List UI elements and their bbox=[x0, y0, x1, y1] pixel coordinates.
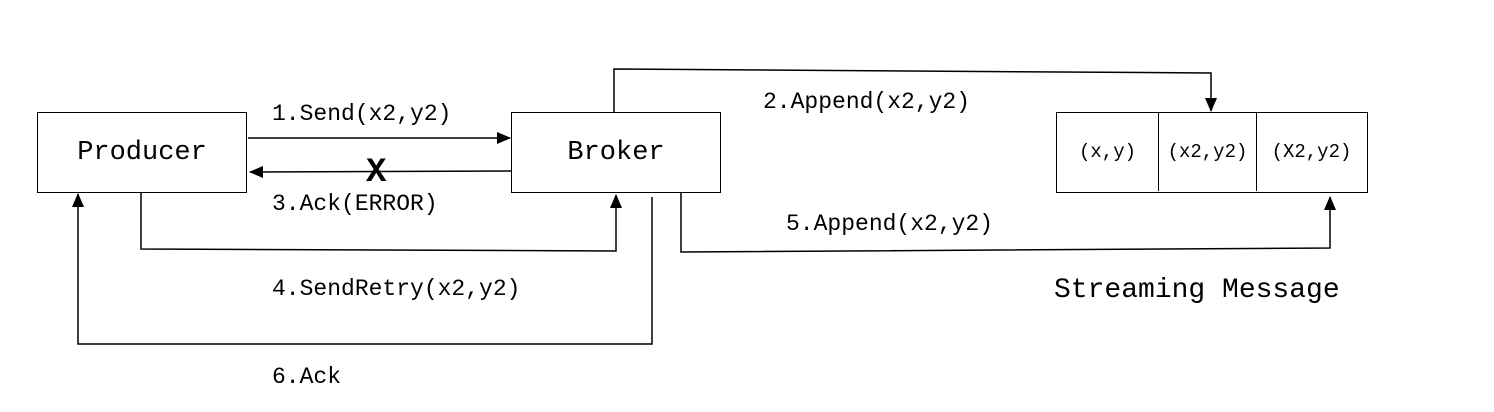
producer-node: Producer bbox=[37, 112, 247, 193]
arrow-append-2 bbox=[680, 193, 1336, 253]
arrow-ack bbox=[72, 193, 653, 345]
label-send: 1.Send(x2,y2) bbox=[272, 101, 452, 127]
label-append-2: 5.Append(x2,y2) bbox=[786, 211, 994, 237]
label-ack-error: 3.Ack(ERROR) bbox=[272, 191, 438, 217]
stream-cell: (x2,y2) bbox=[1159, 113, 1257, 191]
arrow-send-retry bbox=[140, 193, 622, 252]
label-append-1: 2.Append(x2,y2) bbox=[763, 89, 971, 115]
stream-cell: (X2,y2) bbox=[1271, 141, 1352, 163]
broker-node: Broker bbox=[511, 112, 721, 193]
stream-container: (x,y) (x2,y2) (X2,y2) bbox=[1056, 112, 1368, 193]
label-send-retry: 4.SendRetry(x2,y2) bbox=[272, 276, 521, 302]
label-ack: 6.Ack bbox=[272, 364, 342, 390]
arrow-append-1 bbox=[613, 68, 1217, 112]
error-x-mark: X bbox=[366, 154, 387, 192]
arrow-ack-error bbox=[249, 165, 512, 178]
stream-title: Streaming Message bbox=[1054, 275, 1340, 306]
stream-cell: (x,y) bbox=[1057, 113, 1159, 191]
